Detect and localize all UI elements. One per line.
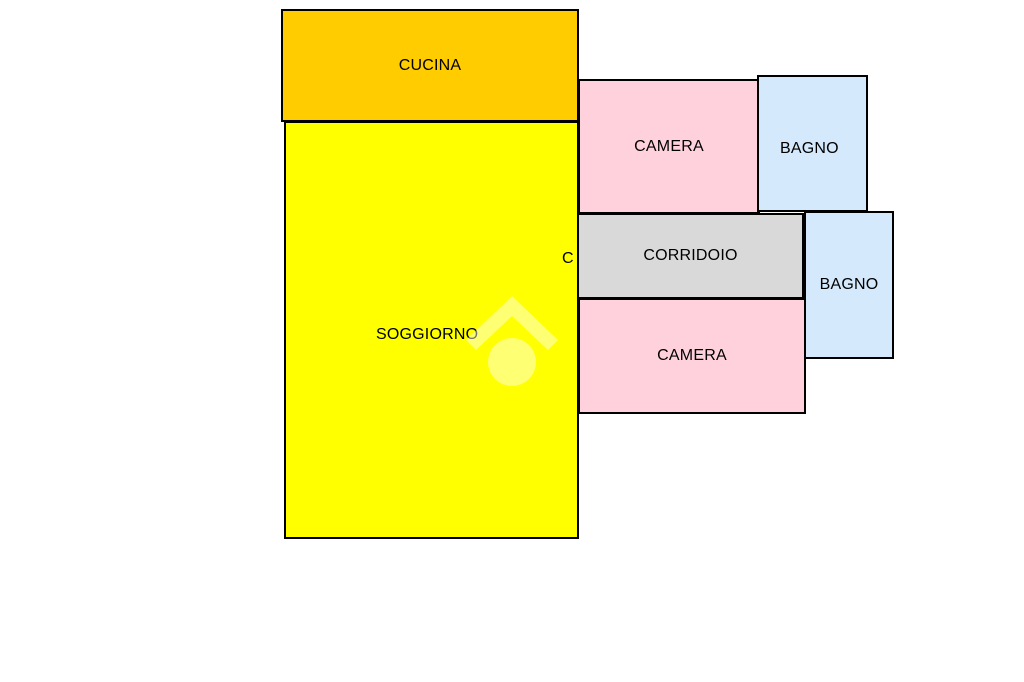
room-label-corridor: CORRIDOIO <box>643 247 738 264</box>
room-label-living: SOGGIORNO <box>376 326 479 343</box>
room-label-bedroom-2: CAMERA <box>657 347 727 364</box>
stray-room-label: C <box>562 250 574 267</box>
room-label-bedroom-1: CAMERA <box>634 137 704 155</box>
room-label-kitchen: CUCINA <box>398 56 462 74</box>
room-corridor: CORRIDOIO <box>577 213 804 299</box>
room-bedroom-1: CAMERA <box>578 79 760 214</box>
room-label-bathroom-1: BAGNO <box>780 140 839 157</box>
room-living: SOGGIORNO <box>284 121 579 539</box>
room-bedroom-2: CAMERA <box>578 298 806 414</box>
room-bathroom-2: BAGNO <box>804 211 894 359</box>
room-label-bathroom-2: BAGNO <box>819 276 879 293</box>
room-bathroom-1: BAGNO <box>757 75 868 212</box>
room-kitchen: CUCINA <box>281 9 579 122</box>
